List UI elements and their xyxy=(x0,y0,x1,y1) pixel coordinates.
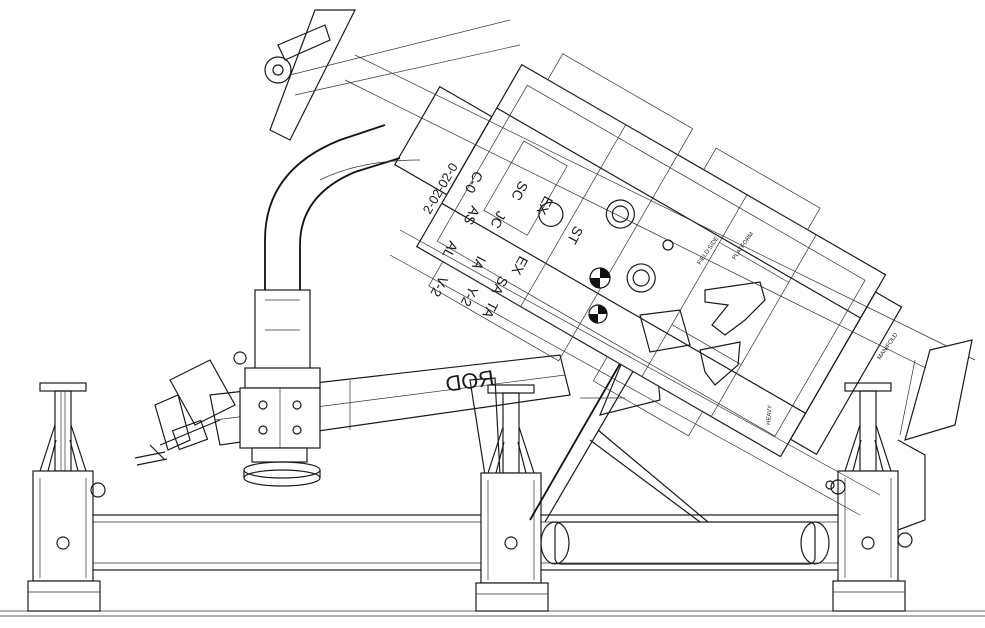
panel-label-11: Y-2 xyxy=(458,284,482,310)
lower-beam xyxy=(79,514,871,571)
panel-label-6: AL xyxy=(439,239,461,262)
tilted-skid xyxy=(394,53,903,458)
boom-guide-lines xyxy=(344,54,976,516)
frame-tag-3: MANIFOLD xyxy=(877,332,900,361)
left-valve-handle xyxy=(134,359,236,466)
panel-label-5: AS xyxy=(461,204,484,228)
ground-line xyxy=(0,610,985,617)
top-flange-eye xyxy=(264,9,521,141)
panel-label-13: TA xyxy=(479,299,501,322)
left-support-stand xyxy=(27,382,106,612)
small-tag: HEAVY xyxy=(766,405,774,425)
panel-label-4: JC xyxy=(487,209,509,232)
boom-end-cap xyxy=(899,339,973,441)
right-support-stand xyxy=(830,382,926,612)
cradle-cylinder xyxy=(540,521,830,565)
cog-marker-lower xyxy=(588,304,608,324)
panel-label-9: ST xyxy=(564,224,587,248)
cog-marker-upper xyxy=(589,267,611,289)
curved-pipe xyxy=(244,124,421,389)
middle-support-stand xyxy=(469,377,549,612)
skid-clamps xyxy=(639,239,835,490)
column-assembly xyxy=(233,351,321,487)
